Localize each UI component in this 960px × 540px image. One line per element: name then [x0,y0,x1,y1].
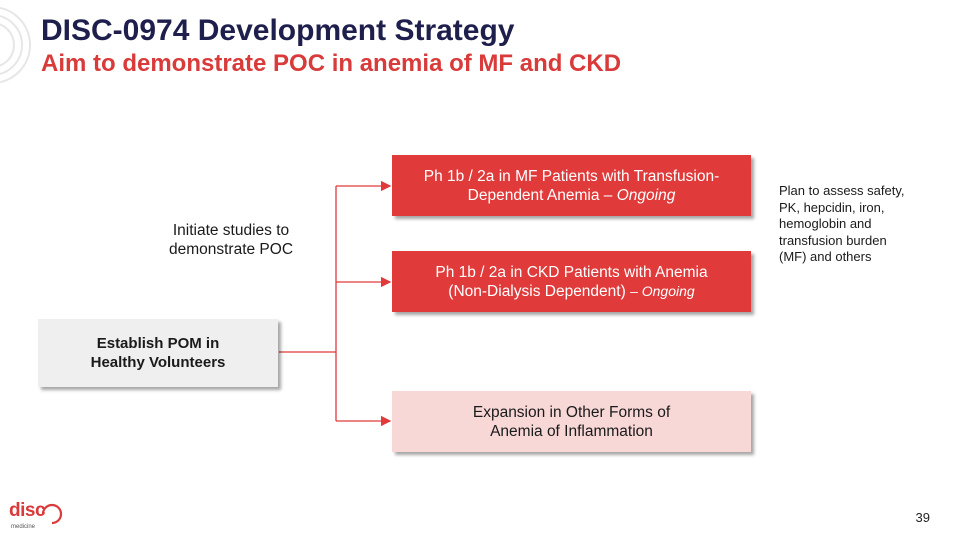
pom-box: Establish POM in Healthy Volunteers [38,319,278,387]
ckd-study-line2: (Non-Dialysis Dependent) [448,282,631,300]
expansion-box: Expansion in Other Forms of Anemia of In… [392,391,751,452]
mf-study-status: Ongoing [616,186,676,204]
side-note-line: transfusion burden [779,232,887,248]
slide-title: DISC-0974 Development Strategy [41,14,515,47]
branch-label-line1: Initiate studies to [172,222,290,239]
mf-study-box: Ph 1b / 2a in MF Patients with Transfusi… [392,155,751,216]
logo-word: disc [9,500,46,521]
pom-line1: Establish POM in [96,335,220,352]
side-note-line: hemoglobin and [779,216,872,231]
page-number: 39 [915,510,930,525]
mf-study-line1: Ph 1b / 2a in MF Patients with Transfusi… [423,167,720,185]
disc-medicine-logo: disc medicine [9,500,69,534]
side-note-line: (MF) and others [779,249,872,264]
logo-ring-icon [41,503,63,525]
slide-subtitle: Aim to demonstrate POC in anemia of MF a… [41,50,622,77]
side-note-line: Plan to assess safety, [779,183,905,198]
decorative-rings [0,6,31,84]
mf-study-line2: Dependent Anemia – [467,186,617,204]
ckd-study-status: – Ongoing [630,282,695,299]
side-note: Plan to assess safety, PK, hepcidin, iro… [779,183,929,266]
pom-line2: Healthy Volunteers [90,354,226,371]
logo-tagline: medicine [11,524,36,530]
branch-label-line2: demonstrate POC [168,241,294,258]
ckd-study-box: Ph 1b / 2a in CKD Patients with Anemia (… [392,251,751,312]
side-note-line: PK, hepcidin, iron, [779,199,885,215]
ckd-study-line1: Ph 1b / 2a in CKD Patients with Anemia [435,263,708,281]
expansion-line2: Anemia of Inflammation [490,422,653,440]
expansion-line1: Expansion in Other Forms of [472,403,671,421]
branch-label: Initiate studies to demonstrate POC [158,221,304,259]
